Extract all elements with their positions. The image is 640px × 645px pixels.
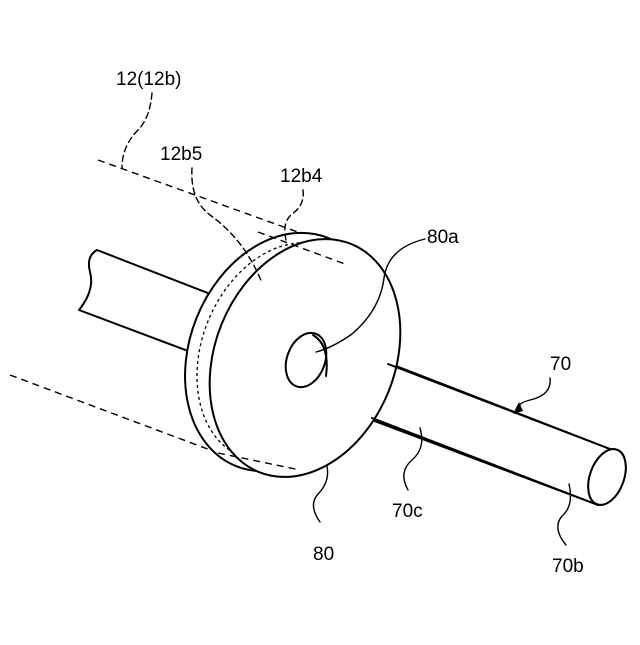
disc bbox=[151, 203, 435, 505]
label-12-12b: 12(12b) bbox=[116, 69, 182, 90]
leader-12-12b bbox=[122, 93, 152, 168]
shaft-front bbox=[372, 364, 633, 510]
label-80a: 80a bbox=[427, 227, 459, 248]
label-70b: 70b bbox=[552, 556, 584, 577]
leader-70 bbox=[516, 378, 550, 410]
label-70c: 70c bbox=[392, 501, 423, 522]
leader-80 bbox=[313, 466, 327, 522]
label-80: 80 bbox=[313, 544, 334, 565]
label-70: 70 bbox=[550, 354, 571, 375]
shaft-end-face bbox=[581, 444, 633, 510]
shaft-break-line bbox=[79, 250, 97, 310]
label-12b4: 12b4 bbox=[280, 166, 323, 187]
label-12b5: 12b5 bbox=[160, 144, 202, 165]
